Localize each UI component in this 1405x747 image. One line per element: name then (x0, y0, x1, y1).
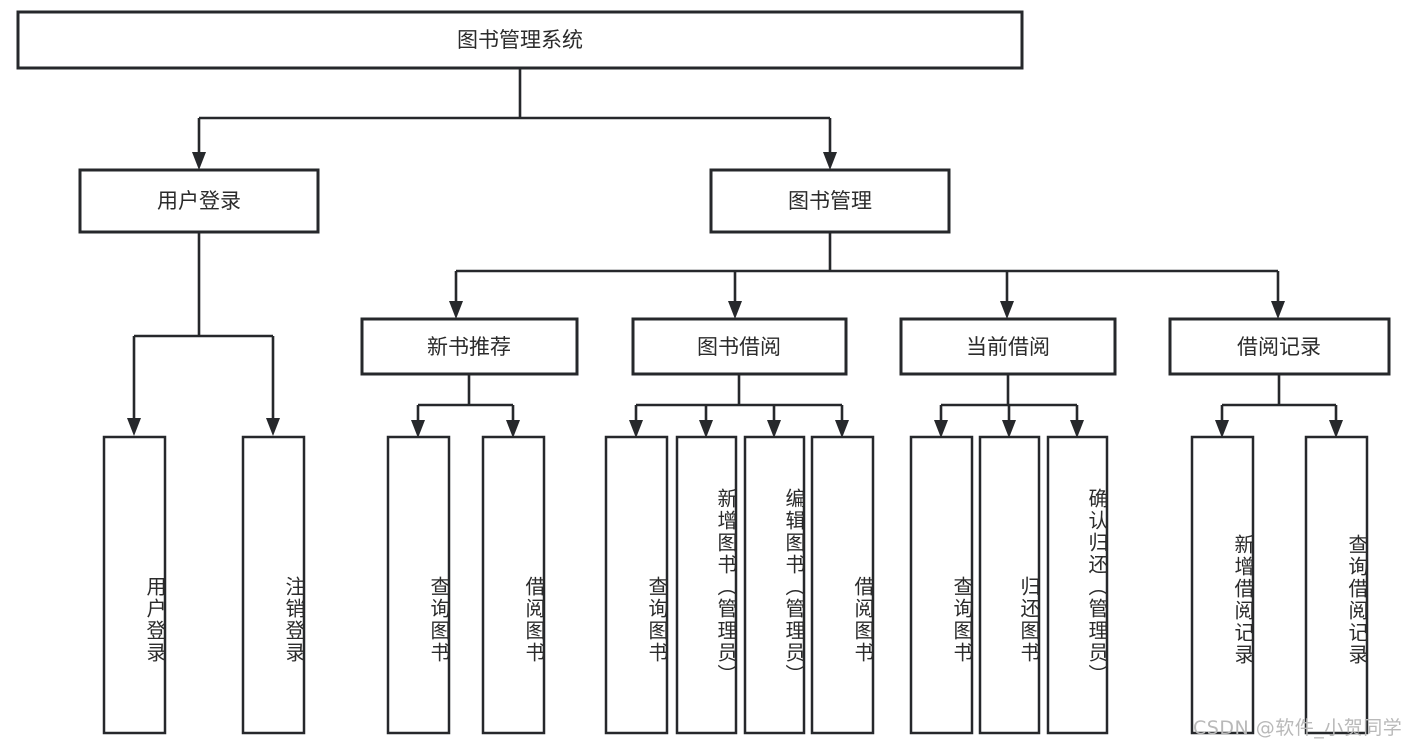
node-leaf-borrow-book-2[interactable] (810, 435, 875, 735)
node-root-label: 图书管理系统 (457, 28, 583, 52)
edge-book-manage-to-level3 (449, 232, 1285, 319)
edge-current-borrow-to-leaves (934, 374, 1084, 438)
edge-new-book-recommend-to-leaves (411, 374, 520, 438)
edge-user-login-to-leaves (127, 232, 280, 436)
node-leaf-add-record[interactable] (1190, 435, 1255, 735)
node-leaf-query-record[interactable] (1304, 435, 1369, 735)
node-leaf-query-book-2[interactable] (604, 435, 669, 735)
node-leaf-borrow-book-1[interactable] (481, 435, 546, 735)
node-root[interactable]: 图书管理系统 (16, 10, 1024, 70)
node-current-borrow-label: 当前借阅 (966, 335, 1050, 359)
node-leaf-edit-book[interactable] (743, 435, 806, 735)
node-current-borrow[interactable]: 当前借阅 (899, 317, 1117, 376)
node-borrow-record[interactable]: 借阅记录 (1168, 317, 1391, 376)
edge-borrow-record-to-leaves (1215, 374, 1343, 438)
node-user-login-label: 用户登录 (157, 189, 241, 213)
node-leaf-add-book[interactable] (675, 435, 738, 735)
node-leaf-user-login[interactable] (102, 435, 167, 735)
node-leaf-logout-login[interactable] (241, 435, 306, 735)
node-leaf-confirm-return[interactable] (1046, 435, 1109, 735)
node-book-manage[interactable]: 图书管理 (709, 168, 951, 234)
node-book-manage-label: 图书管理 (788, 189, 872, 213)
node-user-login[interactable]: 用户登录 (78, 168, 320, 234)
edge-book-borrow-to-leaves (629, 374, 849, 438)
node-book-borrow[interactable]: 图书借阅 (631, 317, 848, 376)
node-borrow-record-label: 借阅记录 (1237, 335, 1321, 359)
csdn-watermark: CSDN @软件_小贺同学 (1193, 717, 1403, 739)
node-leaf-query-book-1[interactable] (386, 435, 451, 735)
node-leaf-query-book-3[interactable] (909, 435, 974, 735)
node-new-book-recommend-label: 新书推荐 (427, 335, 511, 359)
node-book-borrow-label: 图书借阅 (697, 335, 781, 359)
node-leaf-return-book[interactable] (978, 435, 1041, 735)
edge-root-to-level2 (192, 68, 837, 170)
node-new-book-recommend[interactable]: 新书推荐 (360, 317, 579, 376)
